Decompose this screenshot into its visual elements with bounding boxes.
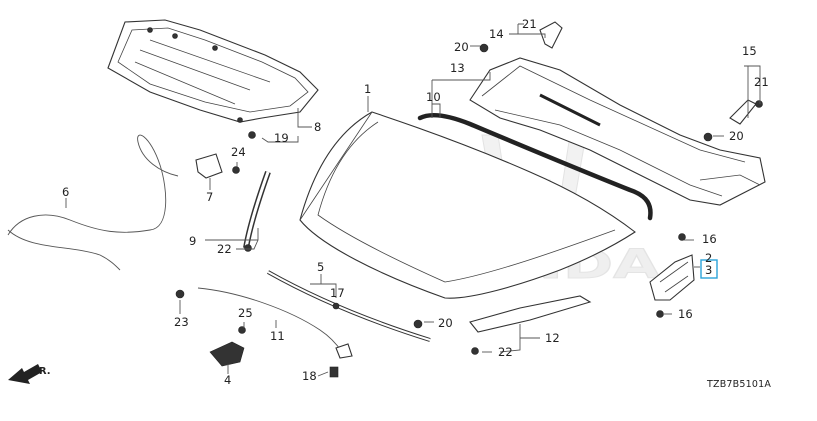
callout-21-right[interactable]: 21 <box>754 75 769 89</box>
callout-2[interactable]: 2 <box>705 251 712 265</box>
callout-12[interactable]: 12 <box>545 331 560 345</box>
callout-20-bottom[interactable]: 20 <box>438 316 453 330</box>
callout-6[interactable]: 6 <box>62 185 69 199</box>
callout-4[interactable]: 4 <box>224 373 231 387</box>
callout-18[interactable]: 18 <box>302 369 317 383</box>
callout-1[interactable]: 1 <box>364 82 371 96</box>
part-cowl-end-cap[interactable] <box>539 21 563 49</box>
callout-24[interactable]: 24 <box>231 145 246 159</box>
callout-5[interactable]: 5 <box>317 260 324 274</box>
front-direction-marker: FR. <box>8 364 51 384</box>
callout-leader-lines <box>65 23 761 377</box>
callout-16-top[interactable]: 16 <box>702 232 717 246</box>
front-label: FR. <box>32 366 51 377</box>
part-radiator-seal[interactable] <box>469 295 592 333</box>
part-hood-edge-molding[interactable] <box>243 170 271 249</box>
callout-20-top[interactable]: 20 <box>454 40 469 54</box>
callout-19[interactable]: 19 <box>274 131 289 145</box>
part-hood-hinge[interactable] <box>649 254 695 301</box>
callout-14[interactable]: 14 <box>489 27 504 41</box>
part-clip-18[interactable] <box>329 366 339 378</box>
part-hood-lock[interactable] <box>209 341 245 367</box>
callout-11[interactable]: 11 <box>270 329 285 343</box>
part-hood-lock-cable[interactable] <box>197 287 353 359</box>
fastener-set <box>175 43 763 355</box>
front-arrow-icon <box>8 364 42 384</box>
part-hood-insulator[interactable] <box>107 19 319 123</box>
callout-8[interactable]: 8 <box>314 120 321 134</box>
callout-9[interactable]: 9 <box>189 234 196 248</box>
diagram-code: TZB7B5101A <box>706 379 771 390</box>
part-cowl-top[interactable] <box>469 57 766 206</box>
callout-21-top[interactable]: 21 <box>522 17 537 31</box>
part-cowl-side[interactable] <box>729 99 757 125</box>
callout-labels: 1 2 3 4 5 6 7 8 9 10 11 12 13 14 15 16 1… <box>62 17 769 387</box>
callout-16-bottom[interactable]: 16 <box>678 307 693 321</box>
part-hood-release-cable[interactable] <box>7 134 179 271</box>
callout-20-right[interactable]: 20 <box>729 129 744 143</box>
callout-13[interactable]: 13 <box>450 61 465 75</box>
part-cable-bracket[interactable] <box>195 153 223 179</box>
callout-10[interactable]: 10 <box>426 90 441 104</box>
callout-22-bottom[interactable]: 22 <box>498 345 513 359</box>
highlight-box-part-3 <box>700 259 718 279</box>
part-hood-seal[interactable] <box>417 112 653 221</box>
callout-7[interactable]: 7 <box>206 190 213 204</box>
part-hood[interactable] <box>299 111 636 299</box>
callout-23[interactable]: 23 <box>174 315 189 329</box>
callout-22-left[interactable]: 22 <box>217 242 232 256</box>
callout-15[interactable]: 15 <box>742 44 757 58</box>
callout-25[interactable]: 25 <box>238 306 253 320</box>
part-hood-stay[interactable] <box>267 270 431 342</box>
callout-3[interactable]: 3 <box>705 263 712 277</box>
callout-17[interactable]: 17 <box>330 286 345 300</box>
